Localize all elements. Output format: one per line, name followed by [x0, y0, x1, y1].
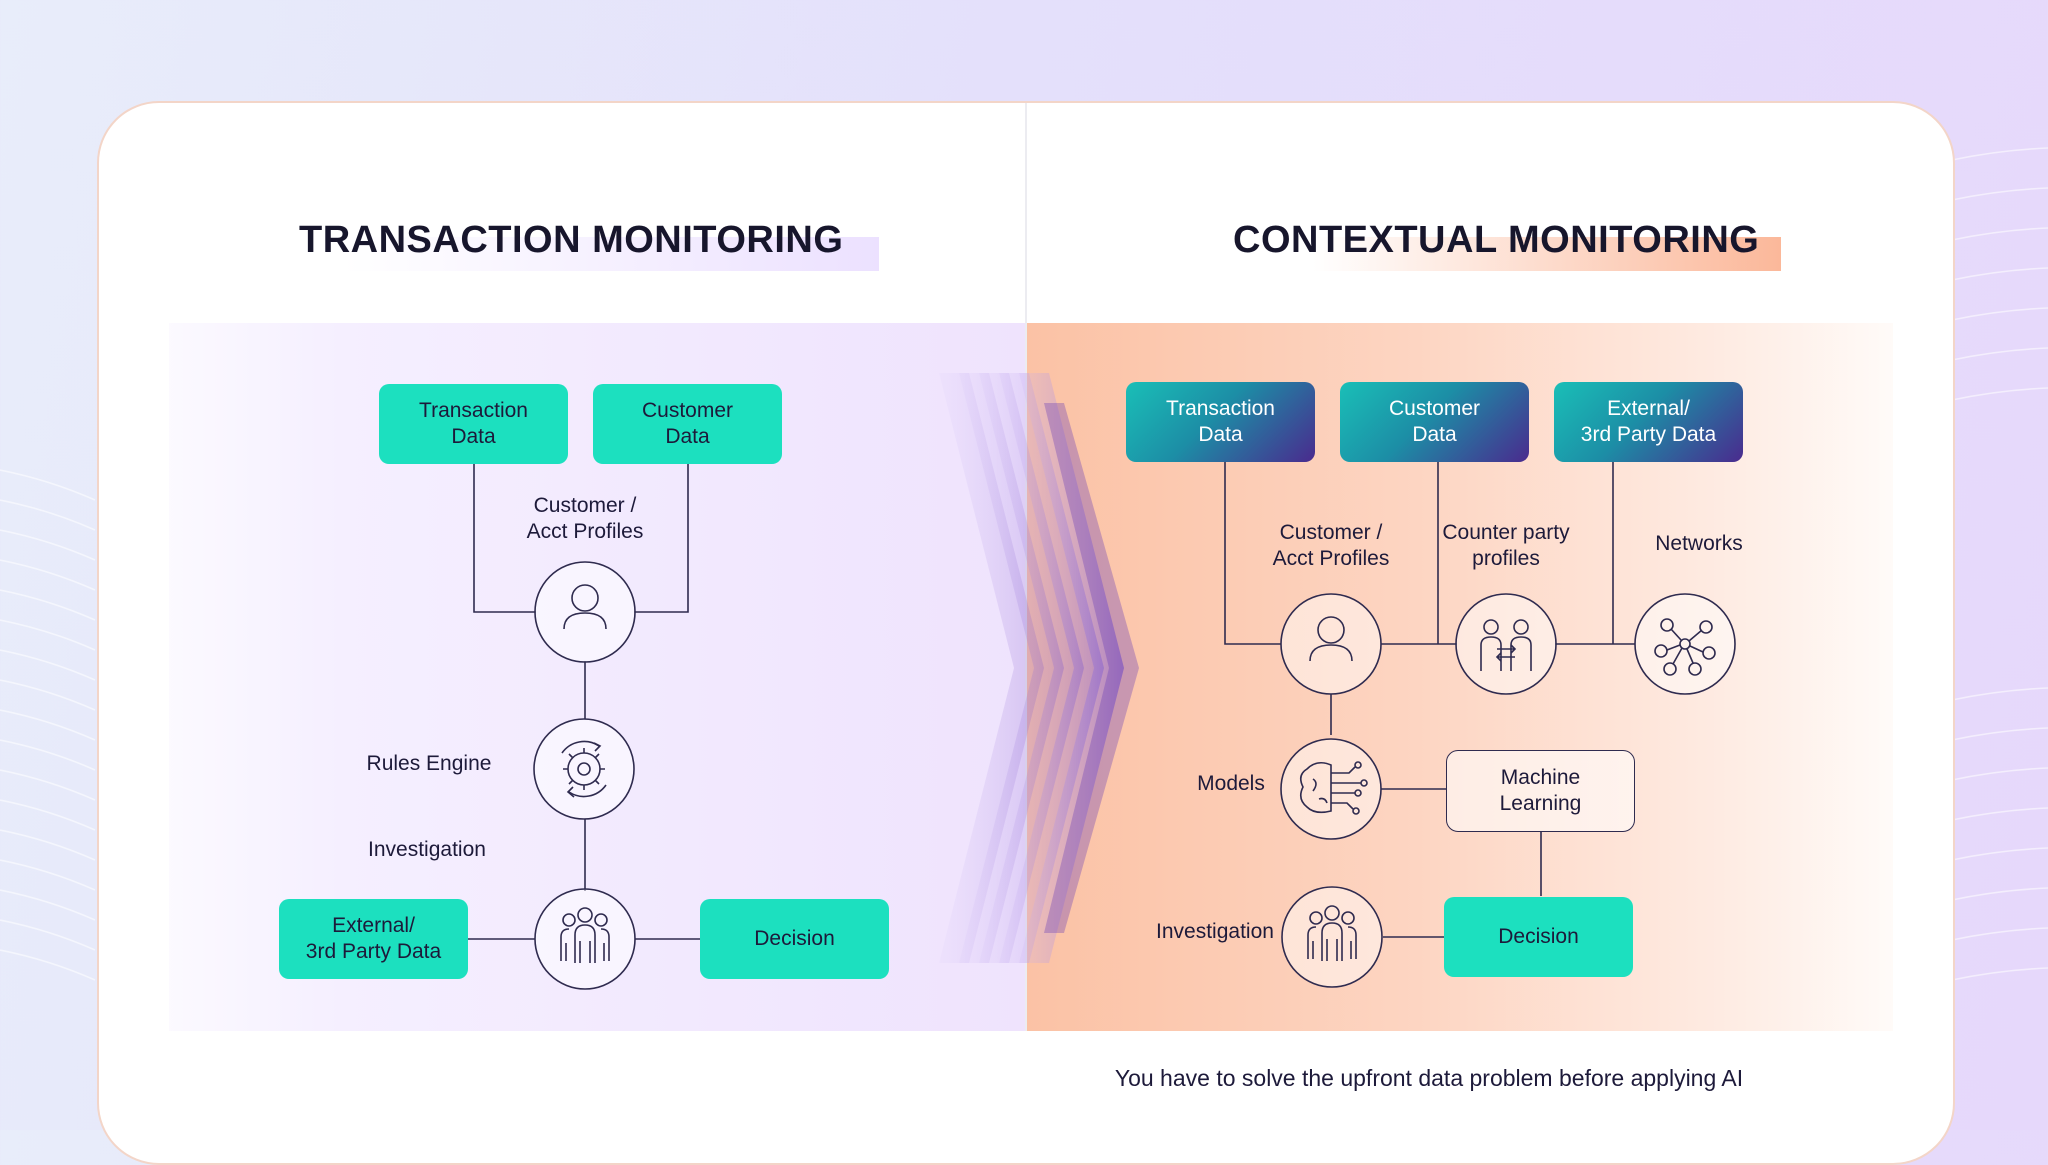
- left-profile-person-icon: [534, 561, 636, 663]
- left-investigation-people-icon: [534, 888, 636, 990]
- models-brain-icon: [1280, 738, 1382, 840]
- title-highlight-right: [1313, 237, 1781, 271]
- networks-node-icon: [1634, 593, 1736, 695]
- title-highlight-left: [343, 237, 879, 271]
- caption-text: You have to solve the upfront data probl…: [1114, 1065, 1744, 1091]
- counter-party-exchange-icon: [1455, 593, 1557, 695]
- rules-engine-gear-icon: [533, 718, 635, 820]
- main-card: TRANSACTION MONITORING CONTEXTUAL MONITO…: [97, 101, 1955, 1165]
- transaction-monitoring-title: TRANSACTION MONITORING: [299, 219, 844, 261]
- left-connectors: [467, 462, 700, 940]
- chevron-arrow-icon: [939, 373, 1139, 963]
- right-external-data-box: External/ 3rd Party Data: [1554, 382, 1743, 462]
- rules-engine-label: Rules Engine: [366, 752, 492, 775]
- right-profile-person-icon: [1280, 593, 1382, 695]
- contextual-monitoring-title: CONTEXTUAL MONITORING: [1233, 219, 1760, 261]
- right-connectors: [1224, 462, 1635, 938]
- machine-learning-box: Machine Learning: [1446, 750, 1635, 832]
- left-customer-data-box: Customer Data: [593, 384, 782, 464]
- right-investigation-people-icon: [1281, 886, 1383, 988]
- right-profiles-label: Customer / Acct Profiles: [1272, 521, 1390, 570]
- left-transaction-data-box: Transaction Data: [379, 384, 568, 464]
- left-profiles-label: Customer / Acct Profiles: [526, 494, 644, 543]
- models-label: Models: [1197, 772, 1265, 795]
- diagram-graphics: [467, 373, 1736, 990]
- background-lines: [0, 0, 2048, 1130]
- left-decision-box: Decision: [700, 899, 889, 979]
- left-investigation-label: Investigation: [368, 838, 486, 861]
- networks-label: Networks: [1655, 532, 1743, 555]
- counter-party-label: Counter party profiles: [1442, 521, 1570, 570]
- right-investigation-label: Investigation: [1156, 920, 1274, 943]
- right-customer-data-box: Customer Data: [1340, 382, 1529, 462]
- left-external-data-box: External/ 3rd Party Data: [279, 899, 468, 979]
- right-decision-box: Decision: [1444, 897, 1633, 977]
- right-transaction-data-box: Transaction Data: [1126, 382, 1315, 462]
